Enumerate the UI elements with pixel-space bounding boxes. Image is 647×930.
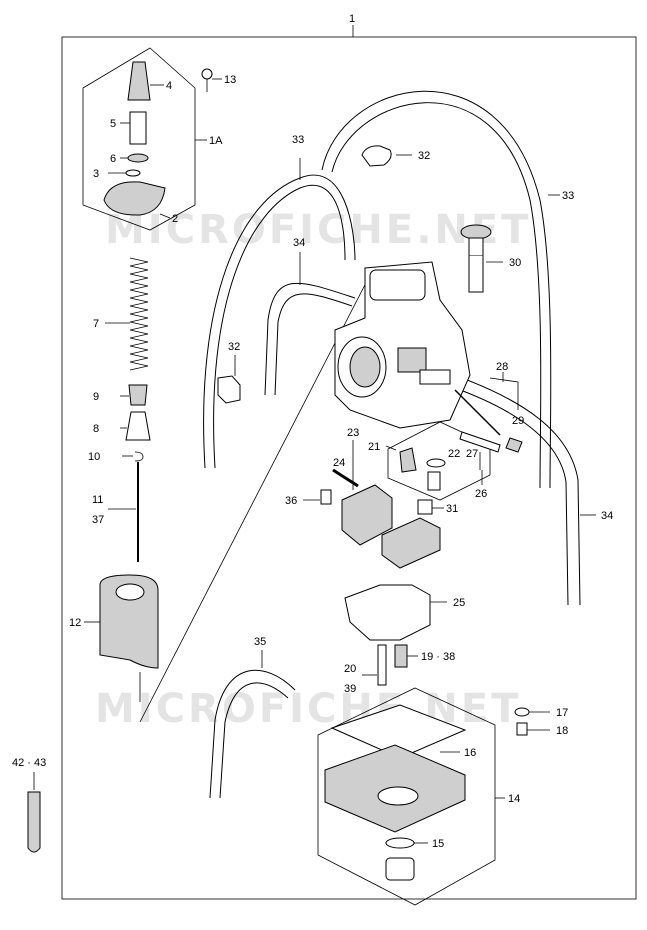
part-22-oring	[426, 458, 446, 468]
part-12-throttle-valve	[99, 574, 159, 669]
label-23: 23	[347, 427, 359, 439]
label-1a: 1A	[209, 135, 223, 147]
label-27: 27	[466, 448, 478, 460]
label-2: 2	[172, 213, 178, 225]
part-7-spring	[129, 257, 149, 371]
hose-35	[209, 669, 296, 799]
leader-throttle-to-body	[139, 274, 371, 723]
label-33-right: 33	[562, 190, 574, 202]
part-25-bracket	[344, 584, 431, 641]
label-6: 6	[110, 153, 116, 165]
part-27-screw	[459, 431, 501, 453]
part-24-pin	[332, 468, 359, 488]
hose-33-left	[203, 174, 356, 469]
label-31: 31	[446, 503, 458, 515]
part-5-adjuster	[129, 111, 147, 145]
label-21: 21	[368, 441, 380, 453]
label-32-left: 32	[228, 341, 240, 353]
label-17: 17	[556, 707, 568, 719]
part-42-strap	[27, 791, 41, 853]
label-9: 9	[93, 391, 99, 403]
part-29-cap	[505, 437, 523, 453]
part-20-pilot-jet	[377, 644, 387, 686]
part-3-washer	[125, 169, 141, 177]
label-20: 20	[344, 663, 356, 675]
label-3: 3	[93, 168, 99, 180]
label-22: 22	[448, 448, 460, 460]
hose-33-right	[321, 90, 552, 489]
label-29: 29	[512, 415, 524, 427]
part-4-top-cap	[127, 61, 151, 101]
watermark-bottom: MICROFICHE.NET	[95, 686, 522, 732]
label-13: 13	[224, 74, 236, 86]
part-18-screw	[516, 722, 528, 736]
part-31-bolt	[417, 499, 433, 515]
label-16: 16	[464, 747, 476, 759]
part-36-screw	[320, 489, 332, 505]
part-10-clip	[134, 451, 144, 462]
subassembly-14-outline	[317, 687, 496, 906]
label-19-38: 19 · 38	[421, 651, 455, 663]
label-32-top: 32	[418, 150, 430, 162]
label-8: 8	[93, 423, 99, 435]
label-24: 24	[333, 457, 345, 469]
part-13-screw	[201, 68, 213, 80]
part-9-seat	[128, 384, 148, 406]
label-10: 10	[88, 451, 100, 463]
label-39: 39	[344, 683, 356, 695]
label-11: 11	[92, 494, 103, 506]
label-30: 30	[509, 257, 521, 269]
part-8-needle-holder	[125, 411, 151, 441]
part-28-air-screw	[454, 389, 501, 436]
label-28: 28	[496, 361, 508, 373]
hose-34-left	[264, 282, 356, 396]
label-15: 15	[432, 838, 444, 850]
part-23-float	[341, 484, 393, 546]
label-4: 4	[166, 80, 172, 92]
part-drain-plug	[385, 857, 415, 881]
subassembly-21-outline	[387, 421, 491, 501]
label-7: 7	[93, 318, 99, 330]
label-34-left: 34	[293, 237, 305, 249]
label-14: 14	[508, 793, 520, 805]
assembly-frame	[61, 36, 637, 900]
label-42-43: 42 · 43	[12, 757, 46, 769]
part-32-clip-top	[361, 145, 392, 167]
label-33-left: 33	[292, 134, 304, 146]
part-23-float-b	[381, 517, 441, 569]
label-5: 5	[110, 118, 116, 130]
label-35: 35	[254, 636, 266, 648]
label-37: 37	[92, 514, 104, 526]
label-12: 12	[69, 617, 81, 629]
part-16-gasket	[330, 704, 467, 759]
subassembly-1a-outline	[82, 47, 196, 231]
part-19-main-jet	[394, 644, 408, 668]
carburetor-top-cap	[369, 269, 426, 301]
label-18: 18	[556, 725, 568, 737]
part-32-clip-left	[217, 375, 241, 404]
label-34-right: 34	[601, 510, 613, 522]
part-6-nut	[127, 153, 149, 163]
label-1: 1	[349, 13, 355, 25]
part-2-cover-plate	[103, 181, 166, 216]
watermark-top: MICROFICHE.NET	[105, 207, 532, 253]
label-36: 36	[285, 495, 297, 507]
part-30-plug	[460, 224, 492, 240]
part-17-clamp	[514, 707, 530, 717]
label-26: 26	[475, 488, 487, 500]
label-25: 25	[453, 597, 465, 609]
hose-34-right	[461, 377, 581, 606]
part-15-oring	[385, 837, 415, 849]
